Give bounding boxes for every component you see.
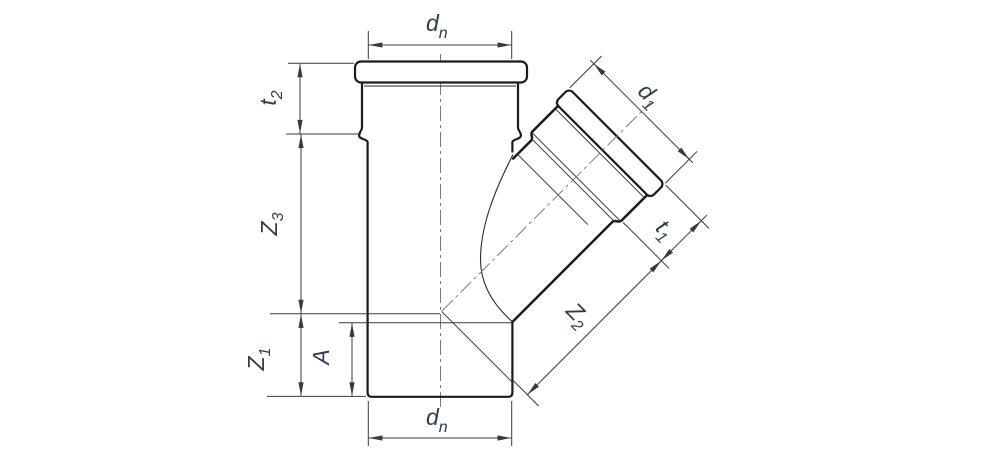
branch-bore-projection-line [441,311,514,384]
branch-root-edge-line [517,154,589,225]
d1-extension-upper [569,55,602,89]
label-z1: Z1 [243,348,274,372]
branch-lower-wall [511,192,650,324]
label-z3: Z3 [256,212,287,236]
dimension-lines [297,42,512,441]
z2-dimension-line [526,260,662,396]
label-d1: d1 [630,78,667,115]
z2-arrow-lower [527,383,539,395]
extension-lines [267,31,513,446]
label-dn-bottom: dn [426,404,448,436]
z2-arrow-upper [649,260,662,273]
branch-rim-inner-line [554,108,645,199]
branch-assembly: d1 t1 Z2 [441,55,710,407]
d1-arrow-upper [593,63,606,76]
top-socket-rim [353,60,529,84]
saddle-curve [479,154,514,323]
dimension-label-texts: dn t2 Z3 Z1 A dn [243,10,448,436]
d1-dimension-line [589,59,694,164]
main-pipe-right-upper-outline [511,81,522,153]
label-dn-top: dn [426,10,448,42]
main-pipe-left-and-bottom-outline [358,81,514,398]
d1-arrow-lower [677,147,690,160]
branch-centerline [441,102,651,312]
t1-arrow-upper [689,220,702,233]
z2-extension-corner [512,379,539,407]
t1-arrow-lower [661,249,673,261]
label-t2: t2 [255,90,286,105]
fitting-outline [353,60,529,398]
d1-extension-lower [664,151,698,184]
label-z2: Z2 [557,296,596,335]
branch-upper-wall [511,103,561,160]
t1-extension-mouth [665,184,710,229]
label-t1: t1 [647,214,680,247]
label-a: A [308,349,334,366]
